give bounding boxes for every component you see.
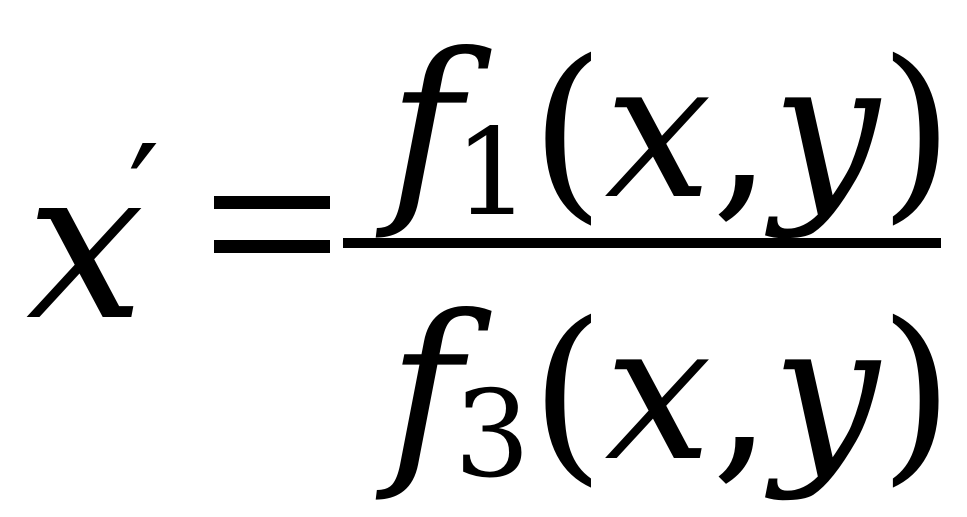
denominator-open-paren: ( <box>530 282 605 503</box>
denominator: f3(x,y) <box>388 290 954 496</box>
denominator-arg-y: y <box>772 282 880 503</box>
equals-bar-top <box>214 196 330 209</box>
numerator-function: f <box>388 11 463 244</box>
numerator-comma: , <box>711 20 773 241</box>
equals-bar-bottom <box>214 240 330 253</box>
equals-sign <box>214 178 330 268</box>
numerator-open-paren: ( <box>530 20 605 241</box>
numerator-arg-x: x <box>604 20 712 241</box>
denominator-subscript: 3 <box>454 366 531 505</box>
denominator-close-paren: ) <box>879 282 954 503</box>
numerator-close-paren: ) <box>879 20 954 241</box>
denominator-comma: , <box>711 282 773 503</box>
numerator-arg-y: y <box>772 20 880 241</box>
numerator-subscript: 1 <box>454 104 531 243</box>
prime-mark: ′ <box>128 116 160 279</box>
fraction-line <box>343 238 941 248</box>
lhs-variable: x <box>26 122 145 367</box>
numerator: f1(x,y) <box>388 28 954 234</box>
denominator-function: f <box>388 273 463 506</box>
denominator-arg-x: x <box>604 282 712 503</box>
